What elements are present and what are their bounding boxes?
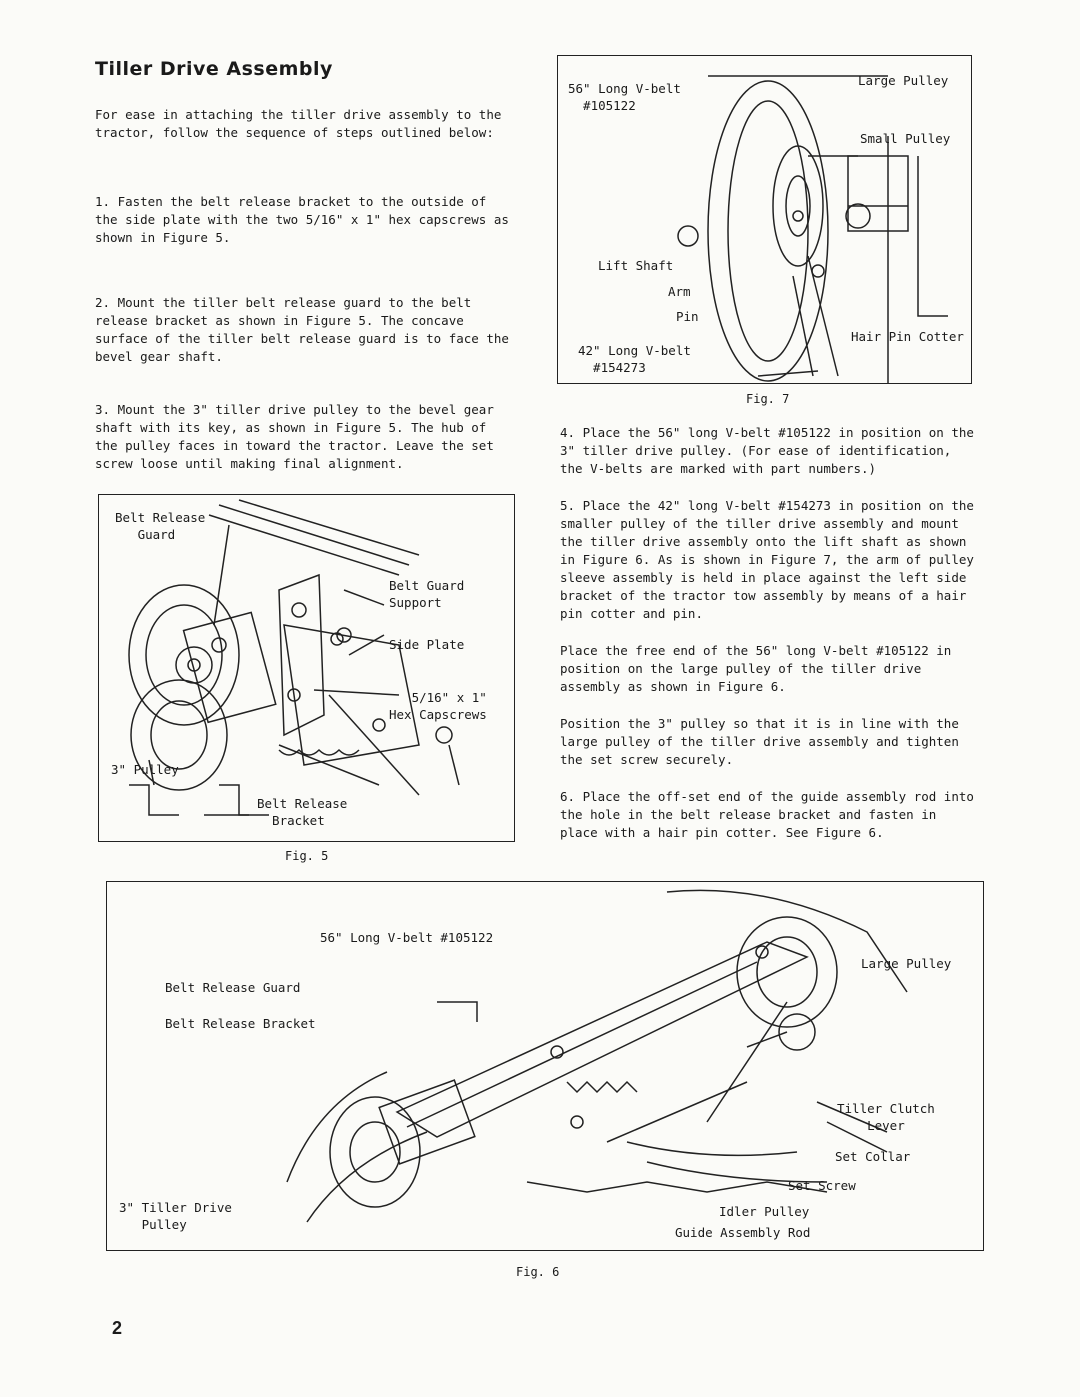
figure-7-caption: Fig. 7 — [746, 392, 790, 406]
step-5-position: Position the 3" pulley so that it is in … — [560, 716, 959, 767]
intro-paragraph: For ease in attaching the tiller drive a… — [95, 107, 502, 140]
label-set-screw: Set Screw — [788, 1178, 856, 1193]
label-42-v-belt: 42" Long V-belt #154273 — [578, 343, 691, 375]
figure-5-drawing — [128, 499, 460, 816]
figure-6-caption: Fig. 6 — [516, 1265, 560, 1279]
figure-5: Belt Release Guard Belt Guard Support Si… — [98, 494, 515, 842]
label-3-pulley: 3" Pulley — [111, 762, 179, 777]
label-arm: Arm — [668, 284, 691, 299]
step-2: 2. Mount the tiller belt release guard t… — [95, 295, 509, 364]
figure-7: 56" Long V-belt #105122 Large Pulley Sma… — [557, 55, 972, 384]
step-4: 4. Place the 56" long V-belt #105122 in … — [560, 425, 974, 476]
figure-7-drawing — [677, 75, 948, 383]
step-1: 1. Fasten the belt release bracket to th… — [95, 194, 509, 245]
figure-5-caption: Fig. 5 — [285, 849, 329, 863]
label-side-plate: Side Plate — [389, 637, 465, 652]
label-tiller-clutch-lever: Tiller Clutch Lever — [837, 1101, 935, 1133]
label-lift-shaft: Lift Shaft — [598, 258, 674, 273]
label-56-v-belt: 56" Long V-belt #105122 — [320, 930, 494, 945]
label-belt-guard-support: Belt Guard Support — [389, 578, 465, 610]
figure-6-drawing — [286, 889, 908, 1223]
figure-6: 56" Long V-belt #105122 Belt Release Gua… — [106, 881, 984, 1251]
label-belt-release-guard: Belt Release Guard — [165, 980, 301, 995]
label-belt-release-guard: Belt Release Guard — [115, 510, 206, 542]
label-3-tiller-drive-pulley: 3" Tiller Drive Pulley — [119, 1200, 232, 1232]
label-belt-release-bracket: Belt Release Bracket — [257, 796, 348, 828]
page-title: Tiller Drive Assembly — [95, 58, 333, 80]
step-6: 6. Place the off-set end of the guide as… — [560, 789, 974, 840]
step-5: 5. Place the 42" long V-belt #154273 in … — [560, 498, 974, 621]
page-number: 2 — [112, 1318, 123, 1338]
label-hex-capscrews: 5/16" x 1" Hex Capscrews — [389, 690, 487, 722]
label-guide-assembly-rod: Guide Assembly Rod — [675, 1225, 811, 1240]
label-56-v-belt: 56" Long V-belt #105122 — [568, 81, 681, 113]
label-large-pulley: Large Pulley — [861, 956, 952, 971]
step-3: 3. Mount the 3" tiller drive pulley to t… — [95, 402, 494, 471]
label-idler-pulley: Idler Pulley — [719, 1204, 810, 1219]
label-hair-pin-cotter: Hair Pin Cotter — [851, 329, 964, 344]
label-small-pulley: Small Pulley — [860, 131, 951, 146]
label-belt-release-bracket: Belt Release Bracket — [165, 1016, 316, 1031]
label-pin: Pin — [676, 309, 699, 324]
label-set-collar: Set Collar — [835, 1149, 911, 1164]
label-large-pulley: Large Pulley — [858, 73, 949, 88]
step-5-continued: Place the free end of the 56" long V-bel… — [560, 643, 952, 694]
